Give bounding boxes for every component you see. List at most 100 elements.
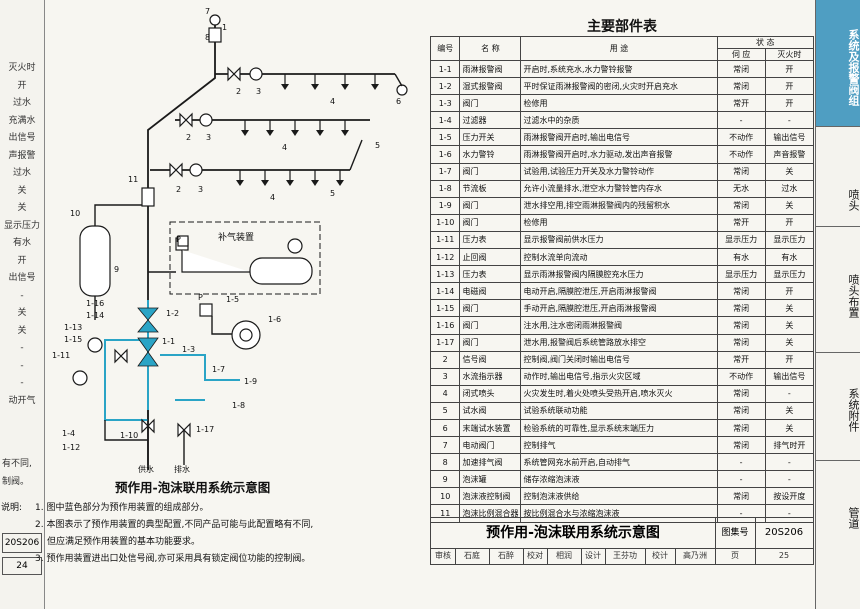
cell-num: 1-2 — [429, 77, 461, 96]
cell-name: 雨淋报警阀 — [459, 59, 522, 79]
header-use: 用 途 — [520, 36, 718, 61]
side-navigation: 系统及报警阀组 喷头 喷头布置 系统附件 管道 — [815, 0, 860, 609]
sig-cell: 设计 — [581, 548, 606, 564]
wet-alarm-valve-icon — [137, 319, 159, 333]
cell-name: 电动阀门 — [459, 436, 522, 455]
cell-num: 3 — [429, 367, 461, 386]
cell-use: 电动开启,隔膜腔泄压,开启雨淋报警阀 — [520, 282, 718, 301]
diagram-label: 2 — [176, 185, 181, 194]
cell-num: 1-1 — [429, 59, 461, 79]
cell-name: 阀门 — [459, 316, 522, 335]
cell-use: 雨淋报警阀开启时,输出电信号 — [520, 128, 718, 147]
left-page-cell: - — [20, 290, 24, 301]
cell-standby: 常闭 — [716, 77, 766, 96]
supply-label: 供水 — [138, 464, 154, 474]
side-tab-sprinkler[interactable]: 喷头 — [847, 189, 860, 211]
cell-name: 过滤器 — [459, 111, 522, 130]
side-tab-accessories[interactable]: 系统附件 — [847, 388, 860, 432]
air-release-valve-icon — [208, 27, 222, 43]
left-page-cell: 过水 — [12, 168, 31, 178]
diagram-label: 1 — [222, 23, 227, 32]
sprinkler-icon — [371, 84, 379, 90]
parts-table-title: 主要部件表 — [587, 19, 657, 35]
diagram-label: 1-16 — [86, 299, 104, 308]
side-tab-system[interactable]: 系统及报警阀组 — [816, 0, 860, 126]
signal-valve-icon — [227, 66, 241, 82]
cell-num: 1-5 — [429, 128, 461, 147]
cell-name: 压力表 — [459, 230, 522, 250]
cell-num: 11 — [429, 504, 461, 523]
note-item: 说明:1. 图中蓝色部分为预作用装置的组成部分。 — [1, 500, 421, 517]
cell-name: 阀门 — [459, 299, 522, 318]
cell-fire: 过水 — [764, 179, 815, 198]
side-tab-layout[interactable]: 喷头布置 — [847, 274, 860, 318]
cell-use: 显示报警阀前供水压力 — [520, 230, 718, 250]
cell-name: 阀门 — [459, 94, 522, 113]
pressure-switch-icon — [177, 235, 189, 247]
sig-cell: 高乃洲 — [675, 548, 716, 564]
cell-standby: 显示压力 — [716, 265, 766, 284]
diagram-label: 3 — [198, 185, 203, 194]
header-num: 编号 — [429, 36, 461, 61]
side-tab-piping[interactable]: 管道 — [847, 507, 860, 529]
cell-name: 泡沫罐 — [459, 470, 522, 489]
cell-name: 压力表 — [459, 265, 522, 284]
diagram-label: 4 — [270, 193, 275, 202]
end-test-device-icon — [396, 84, 408, 96]
diagram-label: 1-12 — [62, 443, 80, 452]
cell-name: 止回阀 — [459, 248, 522, 267]
cell-name: 压力开关 — [459, 128, 522, 147]
wet-alarm-valve-icon — [137, 307, 159, 321]
cell-standby: 不动作 — [716, 145, 766, 164]
cell-num: 1-12 — [429, 248, 461, 267]
note-item: 但应满足预作用装置的基本功能要求。 — [47, 537, 201, 547]
cell-use: 平时保证雨淋报警阀的密闭,火灾时开启充水 — [520, 77, 718, 96]
cell-fire: - — [764, 384, 815, 403]
page-label: 页 — [715, 548, 756, 564]
deluge-valve-icon — [137, 337, 159, 353]
cell-use: 过滤水中的杂质 — [520, 111, 718, 130]
note-item: 3. 预作用装置进出口处信号阀,亦可采用具有锁定阀位功能的控制阀。 — [35, 554, 311, 564]
cell-fire: 关 — [764, 299, 815, 318]
cell-standby: 显示压力 — [716, 230, 766, 250]
notes: 说明:1. 图中蓝色部分为预作用装置的组成部分。 2. 本图表示了预作用装置的典… — [1, 500, 421, 568]
diagram-label: 9 — [114, 265, 119, 274]
cell-fire: 关 — [764, 162, 815, 181]
cell-use: 泄水排空用,排空雨淋报警阀内的残留积水 — [520, 196, 718, 215]
header-fire: 灭火时 — [764, 48, 815, 61]
cell-fire: 关 — [764, 418, 815, 438]
cell-use: 火灾发生时,着火处喷头受热开启,喷水灭火 — [520, 384, 718, 403]
diagram-label: 1-2 — [166, 309, 179, 318]
cell-name: 节流板 — [459, 179, 522, 198]
left-page-cell: 动开气 — [8, 395, 36, 406]
air-compressor-icon — [249, 257, 313, 285]
cell-fire: 开 — [764, 77, 815, 96]
cell-name: 闭式喷头 — [459, 384, 522, 403]
cell-standby: 常闭 — [716, 59, 766, 79]
flow-indicator-icon — [189, 163, 203, 177]
cell-use: 控制排气 — [520, 436, 718, 455]
cell-standby: - — [716, 453, 766, 472]
sig-cell: 相润 — [547, 548, 582, 564]
left-page-cell: 关 — [17, 185, 27, 196]
cell-name: 水流指示器 — [459, 367, 522, 386]
cell-num: 1-16 — [429, 316, 461, 335]
left-page-column: 灭火时开过水充满水出信号声报警过水关关显示压力有水开出信号-关关---动开气 — [2, 60, 42, 410]
cell-use: 检修用 — [520, 213, 718, 232]
cell-name: 电磁阀 — [459, 282, 522, 301]
